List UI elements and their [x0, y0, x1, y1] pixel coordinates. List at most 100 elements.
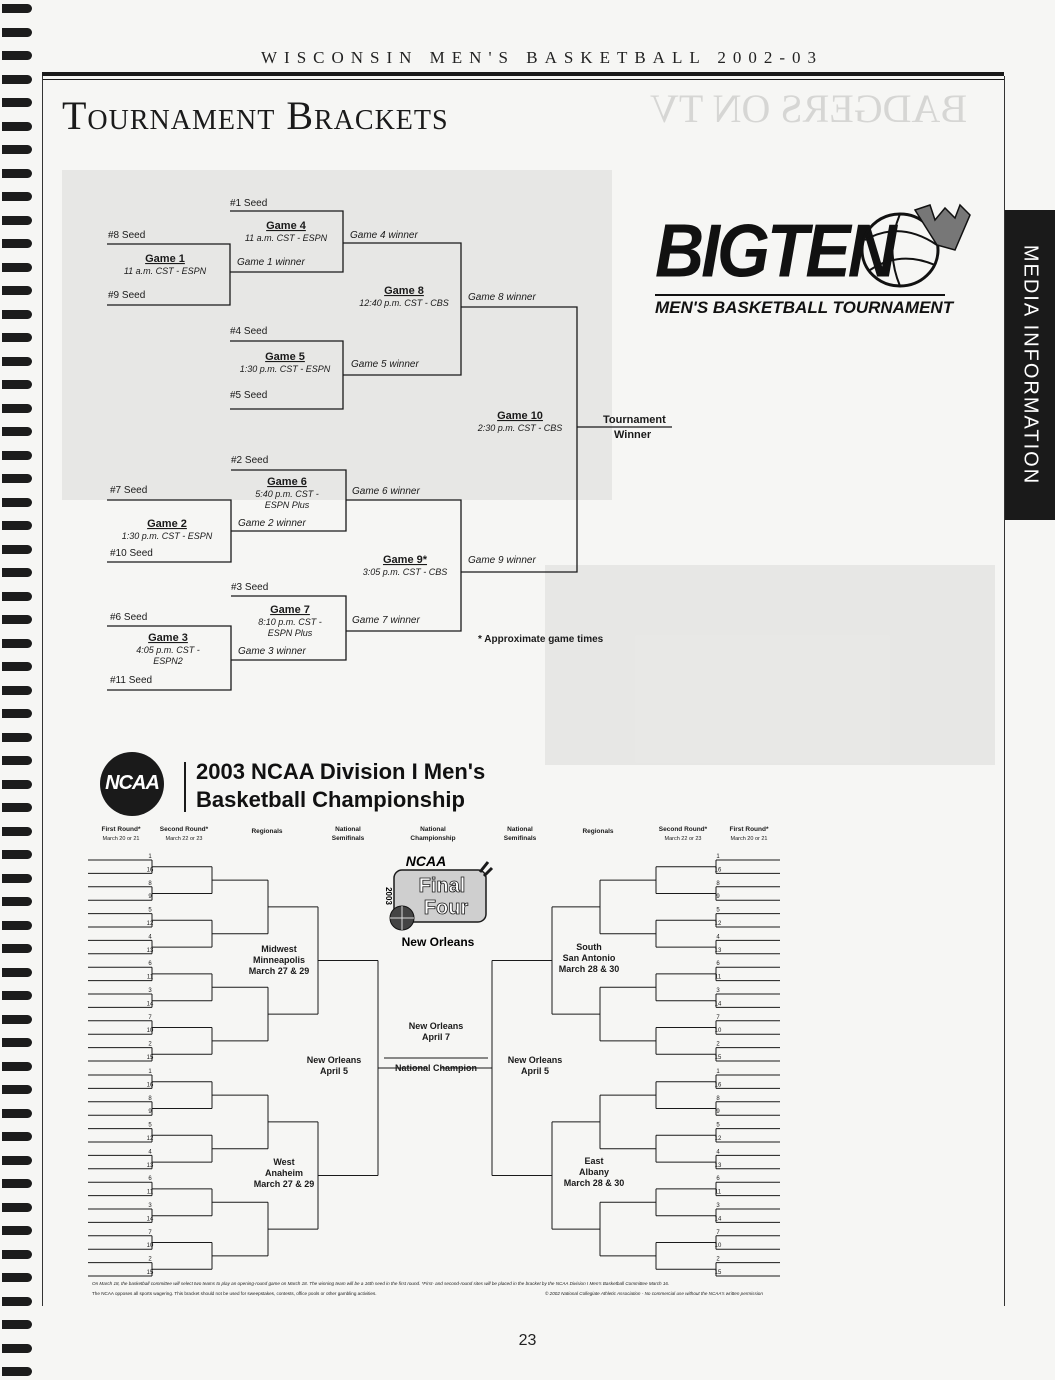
spiral-ring	[2, 991, 32, 1000]
seed-number: 1	[716, 1069, 720, 1075]
seed-number: 11	[715, 1190, 722, 1196]
seed-label: #10 Seed	[110, 548, 153, 559]
seed-number: 14	[147, 1216, 154, 1222]
seed-number: 9	[148, 1109, 152, 1115]
seed-number: 7	[716, 1230, 720, 1236]
region-name: Midwest	[261, 944, 297, 954]
spiral-ring	[2, 1226, 32, 1235]
seed-number: 8	[716, 1096, 720, 1102]
game-title: Game 6	[267, 476, 307, 488]
region-dates: March 28 & 30	[564, 1178, 625, 1188]
seed-number: 11	[715, 975, 722, 981]
seed-number: 10	[715, 1028, 722, 1034]
bleed-through-photo	[545, 565, 995, 765]
region-name: East	[584, 1156, 603, 1166]
spiral-ring	[2, 215, 32, 225]
round-header: National	[335, 826, 361, 833]
spiral-ring	[2, 544, 32, 554]
seed-number: 1	[148, 854, 152, 860]
spiral-ring	[2, 121, 32, 131]
seed-number: 4	[716, 934, 720, 940]
spiral-ring	[2, 1273, 32, 1282]
seed-number: 16	[147, 1082, 154, 1088]
winner-label: Game 7 winner	[352, 615, 420, 626]
seed-number: 13	[147, 948, 154, 954]
spiral-ring	[2, 615, 32, 624]
winner-label: Game 5 winner	[351, 359, 419, 370]
bleed-through-photo	[62, 170, 612, 500]
spiral-ring	[2, 192, 32, 201]
winner-label: Game 1 winner	[237, 257, 305, 268]
big-ten-wordmark: BIGTEN	[655, 209, 897, 293]
round-header: First Round*	[102, 826, 141, 833]
spiral-ring	[2, 685, 32, 695]
game-title: Game 4	[266, 220, 307, 232]
final-date: April 7	[422, 1032, 450, 1042]
seed-number: 8	[148, 1096, 152, 1102]
seed-label: #1 Seed	[230, 198, 267, 209]
winner-label: Game 4 winner	[350, 230, 418, 241]
seed-number: 10	[147, 1243, 154, 1249]
bracket-line	[461, 306, 578, 573]
round-header: Championship	[410, 835, 455, 842]
round-header: Semifinals	[332, 835, 365, 842]
seed-number: 12	[147, 1136, 154, 1142]
winner-label: Game 9 winner	[468, 555, 536, 566]
game-time: 1:30 p.m. CST - ESPN	[122, 531, 213, 541]
seed-number: 9	[148, 894, 152, 900]
spiral-ring	[2, 98, 32, 107]
spiral-ring	[2, 427, 32, 436]
game-time: ESPN Plus	[265, 500, 310, 510]
seed-number: 8	[148, 881, 152, 887]
seed-label: #8 Seed	[108, 230, 145, 241]
region-name: West	[273, 1157, 294, 1167]
spiral-ring	[2, 779, 32, 789]
game-time: ESPN2	[153, 656, 183, 666]
seed-number: 6	[716, 961, 720, 967]
champion-label: National Champion	[395, 1063, 477, 1073]
round-date: March 20 or 21	[731, 836, 768, 842]
title-divider	[184, 762, 186, 812]
running-header: WISCONSIN MEN'S BASKETBALL 2002-03	[260, 48, 824, 67]
spiral-ring	[2, 873, 32, 883]
bracket-line	[346, 499, 462, 632]
game-title: Game 8	[384, 285, 424, 297]
seed-number: 3	[148, 1203, 152, 1209]
champion-label: Tournament	[603, 414, 666, 426]
ncaa-title-line2: Basketball Championship	[196, 787, 465, 812]
champion-label: Winner	[614, 429, 652, 441]
spiral-ring	[2, 145, 32, 154]
final-four-logo: NCAA 2003 Final Four New Orleans	[380, 852, 496, 952]
seed-number: 10	[147, 1028, 154, 1034]
ncaa-title: 2003 NCAA Division I Men's Basketball Ch…	[196, 758, 485, 814]
spiral-ring	[2, 1320, 32, 1329]
spiral-ring	[2, 1108, 32, 1118]
final-four-word1: Final	[419, 875, 466, 897]
game-title: Game 5	[265, 351, 305, 363]
seed-number: 9	[716, 1109, 720, 1115]
bracket-line	[231, 595, 347, 661]
seed-number: 10	[715, 1243, 722, 1249]
spiral-ring	[2, 239, 32, 248]
spiral-ring	[2, 1179, 32, 1188]
region-dates: March 27 & 29	[254, 1179, 315, 1189]
spiral-ring	[2, 356, 32, 366]
frame-border-right	[1004, 76, 1005, 1306]
semis-date: April 5	[521, 1066, 549, 1076]
game-time: ESPN Plus	[268, 628, 313, 638]
spiral-ring	[2, 1249, 32, 1259]
seed-number: 2	[716, 1042, 720, 1048]
header-rule-thin	[42, 79, 1004, 80]
seed-number: 16	[715, 867, 722, 873]
region-name: South	[576, 942, 602, 952]
side-tab: MEDIA INFORMATION	[1005, 210, 1055, 520]
game-time: 12:40 p.m. CST - CBS	[359, 298, 449, 308]
spiral-ring	[2, 638, 32, 648]
seed-label: #4 Seed	[230, 326, 267, 337]
spiral-ring	[2, 380, 32, 389]
seed-number: 15	[147, 1055, 154, 1061]
game-time: 1:30 p.m. CST - ESPN	[240, 364, 331, 374]
round-header: Second Round*	[160, 826, 209, 833]
seed-number: 12	[715, 1136, 722, 1142]
game-title: Game 3	[148, 632, 188, 644]
